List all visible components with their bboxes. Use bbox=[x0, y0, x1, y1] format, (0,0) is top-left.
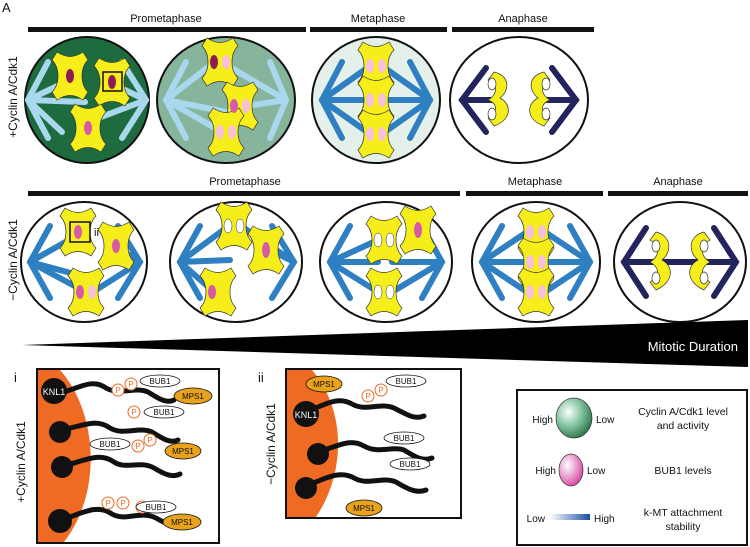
row2-cell-3 bbox=[319, 201, 453, 323]
legend-cyclin-right: Low bbox=[596, 415, 615, 426]
inset-ii-mps1-label: MPS1 bbox=[353, 504, 375, 513]
row2-side-label: −Cyclin A/Cdk1 bbox=[6, 219, 20, 301]
phospho-label: P bbox=[147, 436, 152, 445]
row1-inset-box bbox=[102, 71, 123, 92]
pink-gradient-swatch bbox=[558, 453, 584, 487]
row1-metaphase-label: Metaphase bbox=[351, 13, 405, 25]
row1-anaphase-label: Anaphase bbox=[498, 13, 548, 25]
inset-ii-knl1-label: KNL1 bbox=[295, 410, 318, 420]
inset-ii-side-label: −Cyclin A/Cdk1 bbox=[264, 403, 278, 485]
mitotic-duration-label: Mitotic Duration bbox=[648, 339, 738, 354]
inset-ii-mps1-label: MPS1 bbox=[313, 380, 335, 389]
inset-i-mps1-label: MPS1 bbox=[182, 392, 204, 401]
row2-cell-4 bbox=[471, 201, 601, 323]
phospho-label: P bbox=[365, 392, 370, 401]
inset-i: KNL1 P P BUB1 MPS1 P BUB1 BUB1 P P MPS1 … bbox=[36, 368, 220, 544]
legend-bub1-text1: BUB1 levels bbox=[654, 465, 711, 477]
legend-kmt-text1: k-MT attachment bbox=[644, 507, 723, 519]
row2-anaphase-label: Anaphase bbox=[653, 176, 703, 188]
row2-inset-box bbox=[69, 221, 91, 243]
row1-cell-1 bbox=[24, 36, 150, 164]
inset-ii-bub1-label: BUB1 bbox=[400, 460, 421, 469]
row2-inset-marker: ii bbox=[94, 227, 99, 239]
anchor-circle bbox=[307, 443, 329, 465]
anchor-circle bbox=[51, 456, 73, 478]
legend-cyclin-left: High bbox=[532, 415, 553, 426]
inset-i-knl1-label: KNL1 bbox=[43, 387, 66, 397]
inset-i-marker: i bbox=[14, 370, 17, 385]
inset-ii: KNL1 MPS1 P P BUB1 BUB1 BUB1 MPS1 bbox=[285, 368, 462, 519]
row2-cell-5 bbox=[613, 201, 747, 323]
row2-anaphase-bar bbox=[608, 191, 748, 196]
inset-i-bub1-label: BUB1 bbox=[150, 377, 171, 386]
phospho-label: P bbox=[105, 499, 110, 508]
legend: High Low Cyclin A/Cdk1 level and activit… bbox=[516, 389, 748, 546]
panel-letter: A bbox=[2, 0, 11, 15]
phospho-label: P bbox=[115, 386, 120, 395]
row2-metaphase-label: Metaphase bbox=[508, 176, 562, 188]
legend-cyclin-text1: Cyclin A/Cdk1 level bbox=[638, 406, 728, 418]
legend-item-kmt: Low High k-MT attachment stability bbox=[527, 507, 723, 533]
row1-cell-2 bbox=[156, 36, 296, 164]
inset-i-side-label: +Cyclin A/Cdk1 bbox=[14, 421, 28, 503]
legend-item-cyclin: High Low Cyclin A/Cdk1 level and activit… bbox=[532, 397, 728, 439]
row2-prometaphase-label: Prometaphase bbox=[209, 176, 281, 188]
legend-bub1-left: High bbox=[535, 466, 556, 477]
phospho-label: P bbox=[378, 386, 383, 395]
green-gradient-swatch bbox=[555, 397, 593, 439]
row1-phase-bars bbox=[28, 27, 594, 32]
phospho-label: P bbox=[131, 408, 136, 417]
row2-phase-bars bbox=[28, 191, 748, 196]
anchor-circle bbox=[295, 477, 317, 499]
row1-side-label: +Cyclin A/Cdk1 bbox=[6, 56, 20, 138]
inset-i-bub1-label: BUB1 bbox=[154, 408, 175, 417]
row1-anaphase-bar bbox=[452, 27, 594, 32]
legend-kmt-right: High bbox=[594, 514, 615, 525]
knl1-circle bbox=[41, 378, 67, 404]
inset-i-mps1-label: MPS1 bbox=[171, 518, 193, 527]
anchor-circle bbox=[49, 421, 71, 443]
legend-kmt-left: Low bbox=[527, 514, 546, 525]
legend-kmt-text2: stability bbox=[665, 521, 701, 533]
row1-prometaphase-bar bbox=[28, 27, 306, 32]
mitotic-duration-wedge bbox=[22, 320, 748, 367]
inset-i-mps1-label: MPS1 bbox=[172, 447, 194, 456]
phospho-label: P bbox=[135, 442, 140, 451]
inset-i-bub1-label: BUB1 bbox=[100, 440, 121, 449]
legend-bub1-right: Low bbox=[587, 466, 606, 477]
inset-ii-marker: ii bbox=[258, 370, 264, 385]
inset-ii-bub1-label: BUB1 bbox=[394, 434, 415, 443]
row2-prometaphase-bar bbox=[28, 191, 460, 196]
row2-metaphase-bar bbox=[466, 191, 603, 196]
row2-cell-2 bbox=[169, 201, 303, 323]
phospho-label: P bbox=[128, 380, 133, 389]
legend-cyclin-text2: and activity bbox=[657, 420, 710, 432]
row2-cell-1: ii bbox=[20, 201, 148, 323]
row1-metaphase-bar bbox=[310, 27, 447, 32]
blue-gradient-swatch bbox=[550, 514, 590, 520]
row1-cell-4 bbox=[449, 36, 589, 164]
knl1-circle bbox=[293, 401, 319, 427]
row1-prometaphase-label: Prometaphase bbox=[130, 13, 202, 25]
anchor-circle bbox=[48, 509, 72, 533]
phospho-label: P bbox=[120, 499, 125, 508]
inset-ii-bub1-label: BUB1 bbox=[396, 377, 417, 386]
legend-item-bub1: High Low BUB1 levels bbox=[535, 453, 712, 487]
inset-i-bub1-label: BUB1 bbox=[146, 503, 167, 512]
row1-cell-3 bbox=[311, 36, 441, 164]
